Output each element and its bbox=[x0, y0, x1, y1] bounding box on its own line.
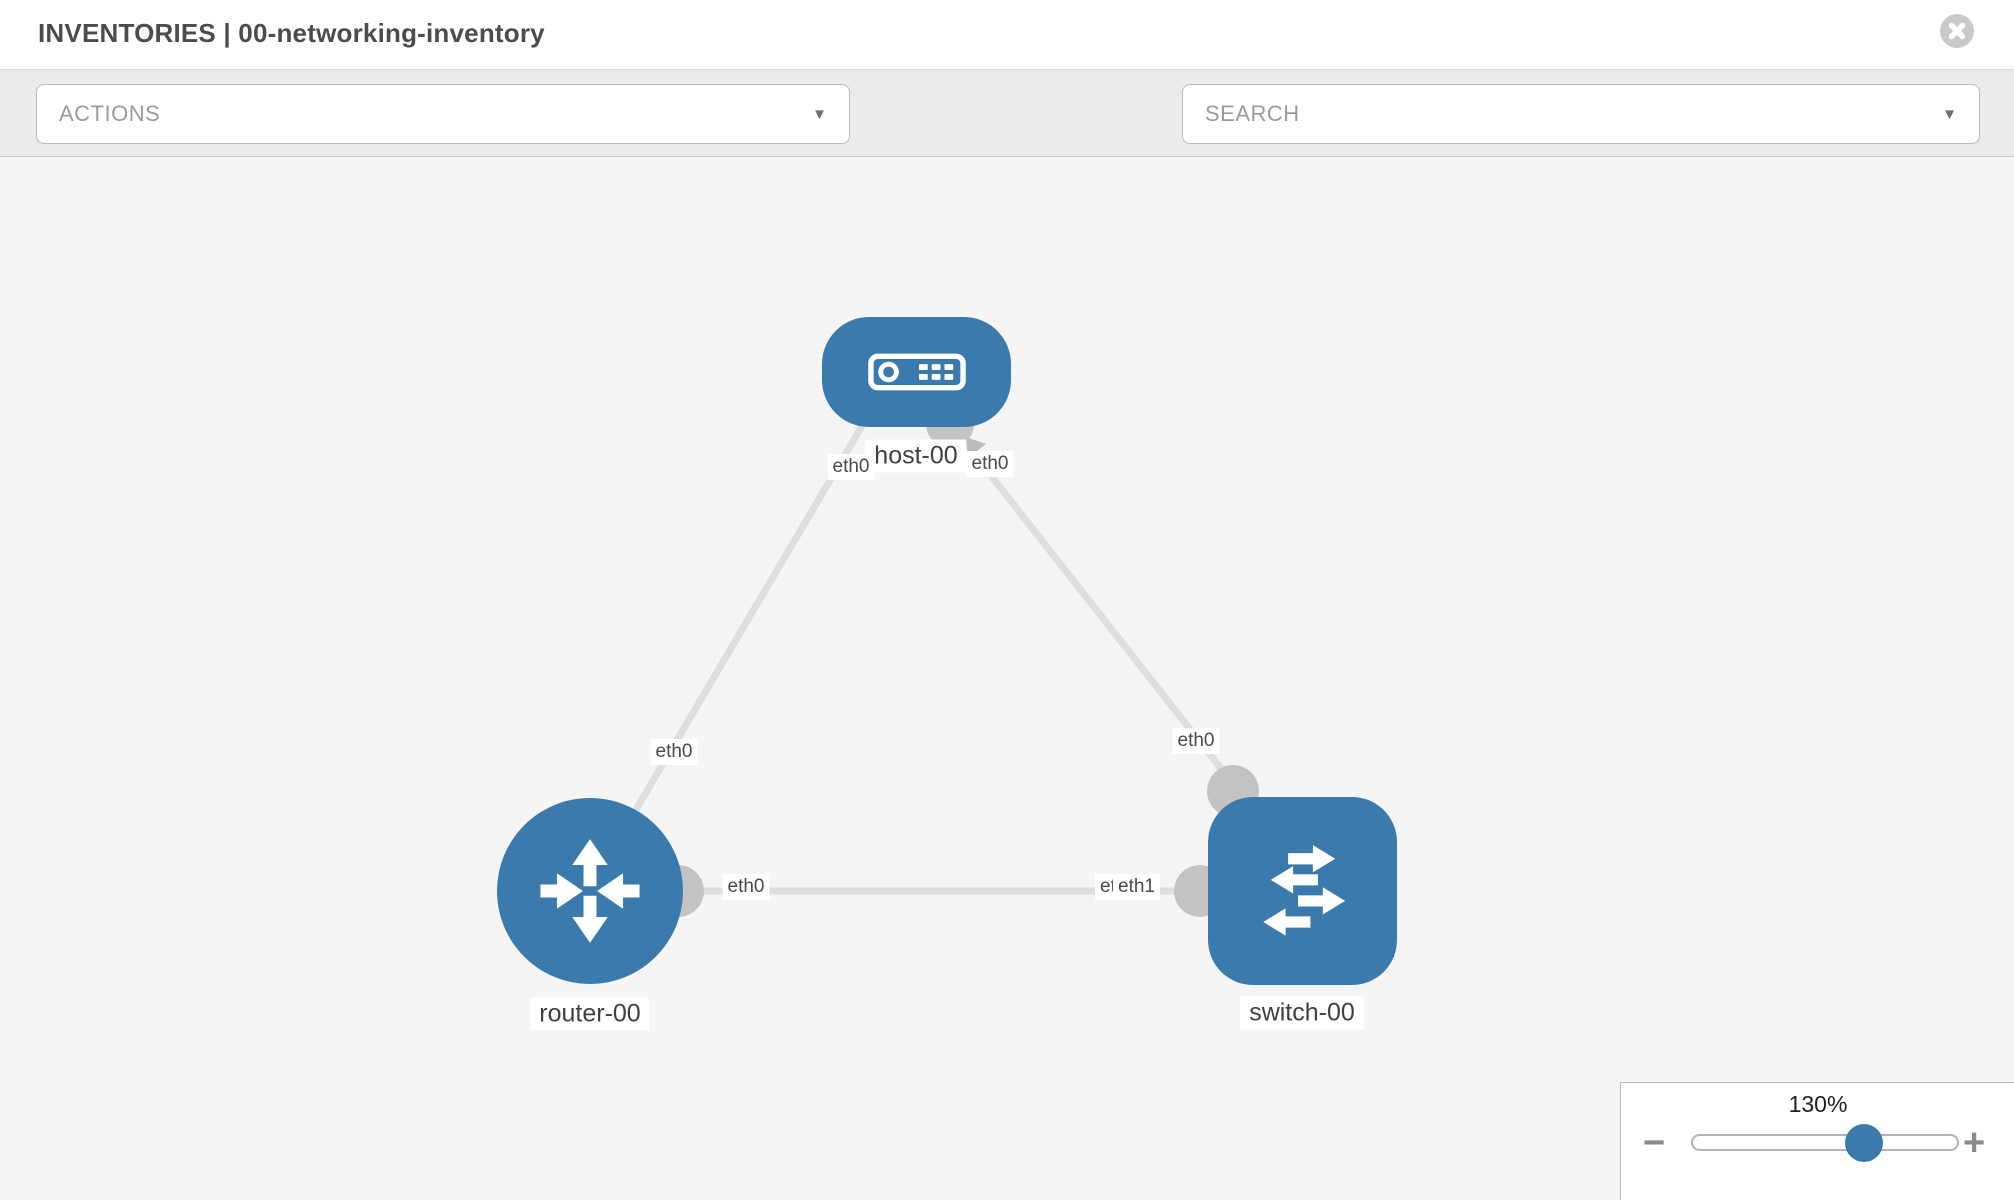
header: INVENTORIES | 00-networking-inventory bbox=[0, 0, 2014, 70]
node-switch-00[interactable] bbox=[1208, 797, 1397, 985]
topology-edges-layer bbox=[584, 400, 1259, 917]
router-icon bbox=[540, 839, 640, 943]
zoom-in-button[interactable]: + bbox=[1963, 1122, 1986, 1164]
interface-label-middle-eth0: eth0 bbox=[722, 874, 770, 900]
zoom-slider-track[interactable] bbox=[1691, 1134, 1959, 1151]
interface-label-router-link-eth0: eth0 bbox=[650, 739, 698, 765]
close-icon bbox=[1948, 22, 1966, 40]
actions-dropdown[interactable]: ACTIONS ▼ bbox=[36, 84, 850, 144]
zoom-level-value: 130% bbox=[1788, 1091, 1848, 1117]
switch-icon bbox=[1262, 845, 1345, 936]
node-host-00[interactable] bbox=[822, 317, 1011, 427]
close-button[interactable] bbox=[1940, 14, 1974, 48]
chevron-down-icon: ▼ bbox=[812, 105, 827, 123]
toolbar: ACTIONS ▼ SEARCH ▼ bbox=[0, 70, 2014, 196]
zoom-slider-handle[interactable] bbox=[1845, 1124, 1883, 1162]
interface-label-switch-eth0: eth0 bbox=[1172, 728, 1220, 754]
interface-label-host-eth0-left: eth0 bbox=[827, 454, 875, 480]
page-title: INVENTORIES | 00-networking-inventory bbox=[38, 18, 545, 48]
host-icon bbox=[867, 353, 966, 391]
search-dropdown-label: SEARCH bbox=[1205, 101, 1300, 126]
topology-canvas[interactable]: host-00 router-00 switch-00 eth0 eth0 et… bbox=[0, 157, 2014, 1200]
chevron-down-icon: ▼ bbox=[1942, 105, 1957, 123]
interface-label-host-eth0-right: eth0 bbox=[966, 451, 1014, 477]
interface-label-switch-eth1: eth1 bbox=[1113, 874, 1160, 900]
zoom-panel: 130% − + bbox=[1620, 1082, 2014, 1200]
zoom-out-button[interactable]: − bbox=[1643, 1122, 1666, 1164]
link-host-switch bbox=[949, 423, 1258, 815]
actions-dropdown-label: ACTIONS bbox=[59, 101, 161, 126]
search-dropdown[interactable]: SEARCH ▼ bbox=[1182, 84, 1980, 144]
node-router-00[interactable] bbox=[497, 798, 683, 984]
node-label-switch-00[interactable]: switch-00 bbox=[1240, 996, 1364, 1030]
node-label-router-00[interactable]: router-00 bbox=[530, 997, 650, 1031]
node-label-host-00[interactable]: host-00 bbox=[865, 439, 967, 473]
